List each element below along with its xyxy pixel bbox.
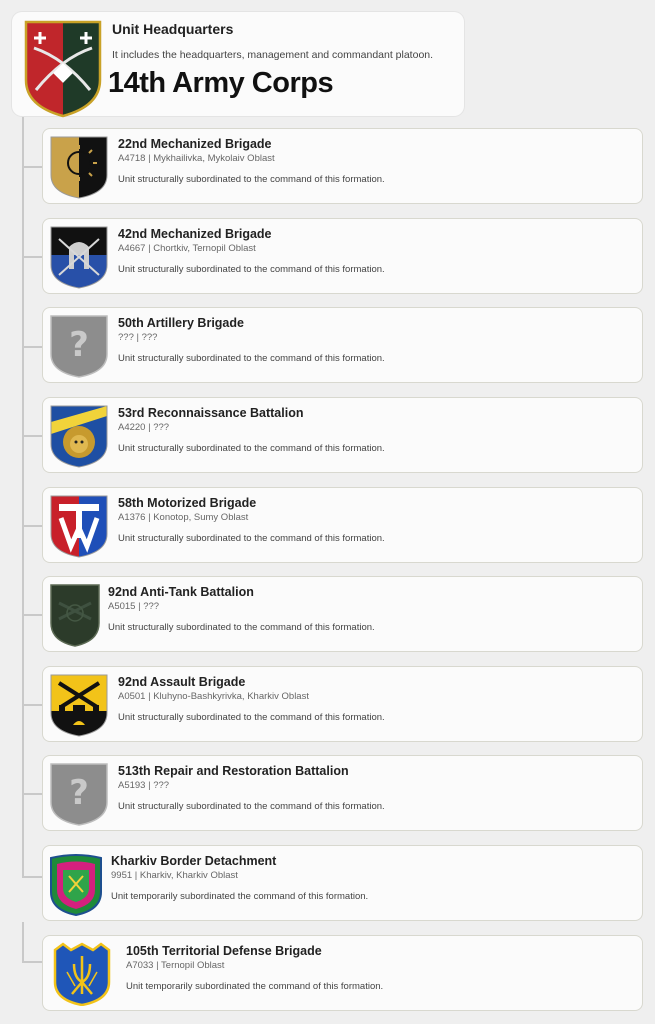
green-shield-icon [50,584,100,647]
tree-branch [22,166,42,168]
tree-branch [22,961,42,963]
tree-branch [22,614,42,616]
trident-shield-icon [53,942,111,1006]
unit-meta: A5193 | ??? [118,780,170,791]
corps-emblem-icon [24,20,102,118]
tree-branch [22,256,42,258]
unit-name: 513th Repair and Restoration Battalion [118,764,349,778]
unit-meta: A4718 | Mykhailivka, Mykolaiv Oblast [118,153,275,164]
unit-meta: A5015 | ??? [108,601,160,612]
svg-text:?: ? [69,325,89,365]
tree-branch [22,704,42,706]
hq-title: Unit Headquarters [112,21,234,37]
unit-description: Unit structurally subordinated to the co… [118,712,385,723]
unit-description: Unit structurally subordinated to the co… [118,443,385,454]
unit-meta: 9951 | Kharkiv, Kharkiv Oblast [111,870,238,881]
unit-description: Unit temporarily subordinated the comman… [111,891,369,902]
unit-card[interactable]: 92nd Assault Brigade A0501 | Kluhyno-Bas… [42,666,643,742]
unit-meta: A4667 | Chortkiv, Ternopil Oblast [118,243,256,254]
unit-description: Unit structurally subordinated to the co… [118,264,385,275]
unit-card[interactable]: Kharkiv Border Detachment 9951 | Kharkiv… [42,845,643,921]
unit-card[interactable]: ? 513th Repair and Restoration Battalion… [42,755,643,831]
unit-card[interactable]: 42nd Mechanized Brigade A4667 | Chortkiv… [42,218,643,294]
unit-description: Unit temporarily subordinated the comman… [126,981,384,992]
swords-shield-icon [50,674,108,737]
unit-name: 42nd Mechanized Brigade [118,227,272,241]
tree-branch [22,435,42,437]
unit-meta: A1376 | Konotop, Sumy Oblast [118,512,249,523]
unit-description: Unit structurally subordinated to the co… [108,622,375,633]
unit-name: 22nd Mechanized Brigade [118,137,272,151]
tree-branch [22,525,42,527]
tree-line [22,922,24,962]
unit-meta: ??? | ??? [118,332,158,343]
tree-line [22,117,24,877]
unit-card[interactable]: 58th Motorized Brigade A1376 | Konotop, … [42,487,643,563]
helmet-shield-icon [50,226,108,289]
unit-description: Unit structurally subordinated to the co… [118,174,385,185]
sun-shield-icon [50,136,108,199]
unit-meta: A4220 | ??? [118,422,170,433]
tree-branch [22,346,42,348]
border-shield-icon [50,854,102,916]
unit-name: 92nd Anti-Tank Battalion [108,585,254,599]
unknown-shield-icon: ? [50,763,108,826]
svg-text:?: ? [69,773,89,813]
tw-shield-icon [50,495,108,558]
unit-meta: A7033 | Ternopil Oblast [126,960,225,971]
page-title: 14th Army Corps [108,67,334,99]
unit-card[interactable]: 105th Territorial Defense Brigade A7033 … [42,935,643,1011]
unit-description: Unit structurally subordinated to the co… [118,801,385,812]
unit-card[interactable]: 22nd Mechanized Brigade A4718 | Mykhaili… [42,128,643,204]
unit-name: 58th Motorized Brigade [118,496,257,510]
unit-name: Kharkiv Border Detachment [111,854,277,868]
unit-description: Unit structurally subordinated to the co… [118,353,385,364]
tree-branch [22,876,42,878]
unit-name: 50th Artillery Brigade [118,316,244,330]
unit-card[interactable]: 53rd Reconnaissance Battalion A4220 | ??… [42,397,643,473]
unit-description: Unit structurally subordinated to the co… [118,533,385,544]
unit-name: 92nd Assault Brigade [118,675,246,689]
unit-name: 53rd Reconnaissance Battalion [118,406,304,420]
hq-description: It includes the headquarters, management… [112,49,434,61]
unit-meta: A0501 | Kluhyno-Bashkyrivka, Kharkiv Obl… [118,691,309,702]
unit-card[interactable]: 92nd Anti-Tank Battalion A5015 | ??? Uni… [42,576,643,652]
hq-card[interactable]: Unit Headquarters It includes the headqu… [12,12,464,118]
tree-branch [22,793,42,795]
unknown-shield-icon: ? [50,315,108,378]
lion-shield-icon [50,405,108,468]
unit-name: 105th Territorial Defense Brigade [126,944,322,958]
unit-card[interactable]: ? 50th Artillery Brigade ??? | ??? Unit … [42,307,643,383]
